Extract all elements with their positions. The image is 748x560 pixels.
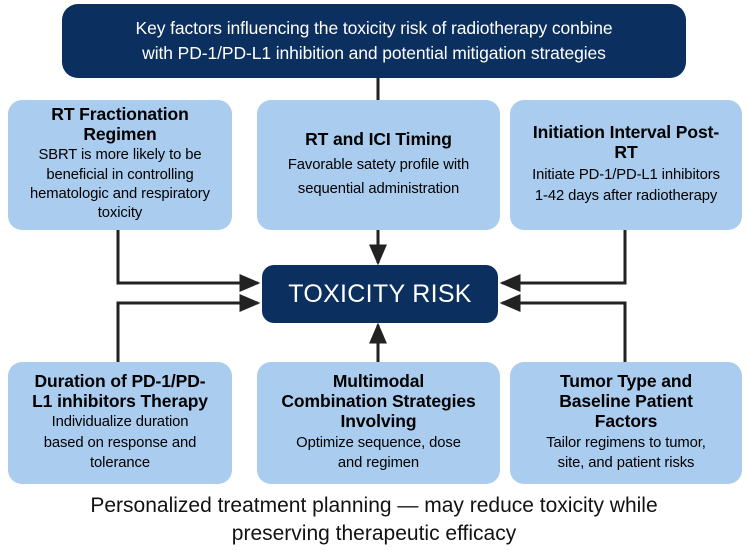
node-heading-line-2: Regimen [83, 124, 157, 145]
node-tumor-type-and-baseline-patient-factors[interactable]: Tumor Type and Baseline Patient Factors … [510, 362, 742, 484]
node-heading-line-3: Factors [594, 410, 658, 431]
node-body-line-4: toxicity [97, 205, 143, 222]
node-body-line-1: Optimize sequence, dose [296, 434, 461, 451]
node-rt-fractionation-regimen[interactable]: RT Fractionation Regimen SBRT is more li… [8, 100, 232, 230]
node-body-line-1: Tailor regimens to tumor, [546, 434, 706, 451]
node-body-line-3: tolerance [90, 455, 150, 472]
node-heading-line-2: Combination Strategies [281, 390, 476, 411]
node-heading-line-2: L1 inhibitors Therapy [32, 390, 208, 411]
node-body-line-2: 1-42 days after radiotherapy [534, 187, 718, 204]
node-heading-line-1: Multimodal [332, 370, 425, 391]
node-heading-line-1: Initiation Interval Post- [532, 121, 720, 142]
diagram-title-line-2: with PD-1/PD-L1 inhibition and potential… [142, 43, 606, 63]
node-heading-line-1: Duration of PD-1/PD- [34, 370, 206, 391]
node-heading-line-2: RT [614, 141, 638, 162]
node-toxicity-risk[interactable]: TOXICITY RISK [262, 265, 498, 323]
node-body-line-3: hematologic and respiratory [30, 185, 210, 202]
node-rt-and-ici-timing[interactable]: RT and ICI Timing Favorable satety profi… [257, 100, 500, 230]
connector-tumor-to-toxicity [499, 294, 627, 362]
node-body-line-1: Initiate PD-1/PD-L1 inhibitors [532, 166, 720, 183]
node-heading-line-1: Tumor Type and [559, 370, 693, 391]
node-heading-line-2: Baseline Patient [559, 390, 693, 411]
node-body-line-1: Individualize duration [51, 414, 189, 431]
node-multimodal-combination-strategies[interactable]: Multimodal Combination Strategies Involv… [257, 362, 500, 484]
node-heading-line-1: RT and ICI Timing [305, 128, 452, 149]
diagram-title-line-1: Key factors influencing the toxicity ris… [135, 17, 613, 38]
node-body-line-2: based on response and [43, 434, 197, 451]
node-body-line-2: and regimen [337, 454, 420, 471]
node-body-line-2: sequential administration [297, 180, 460, 197]
node-body-line-2: site, and patient risks [557, 454, 695, 471]
connector-fractionation-to-toxicity [116, 230, 261, 292]
connector-interval-to-toxicity [499, 230, 627, 292]
node-body-line-1: Favorable satety profile with [287, 156, 470, 173]
diagram-title-banner: Key factors influencing the toxicity ris… [62, 4, 686, 78]
node-heading-line-1: RT Fractionation [51, 104, 189, 125]
node-initiation-interval-post-rt[interactable]: Initiation Interval Post- RT Initiate PD… [510, 100, 742, 230]
diagram-caption-line-2: preserving therapeutic efficacy [231, 521, 517, 545]
node-body-line-1: SBRT is more likely to be [38, 147, 202, 164]
diagram-caption: Personalized treatment planning — may re… [0, 492, 748, 547]
diagram-caption-line-1: Personalized treatment planning — may re… [90, 494, 658, 517]
node-body-line-2: beneficial in controlling [46, 166, 194, 183]
node-duration-of-therapy[interactable]: Duration of PD-1/PD- L1 inhibitors Thera… [8, 362, 232, 484]
node-heading-line-3: Involving [340, 410, 417, 431]
node-toxicity-risk-label: TOXICITY RISK [288, 279, 472, 308]
connector-duration-to-toxicity [116, 294, 261, 362]
